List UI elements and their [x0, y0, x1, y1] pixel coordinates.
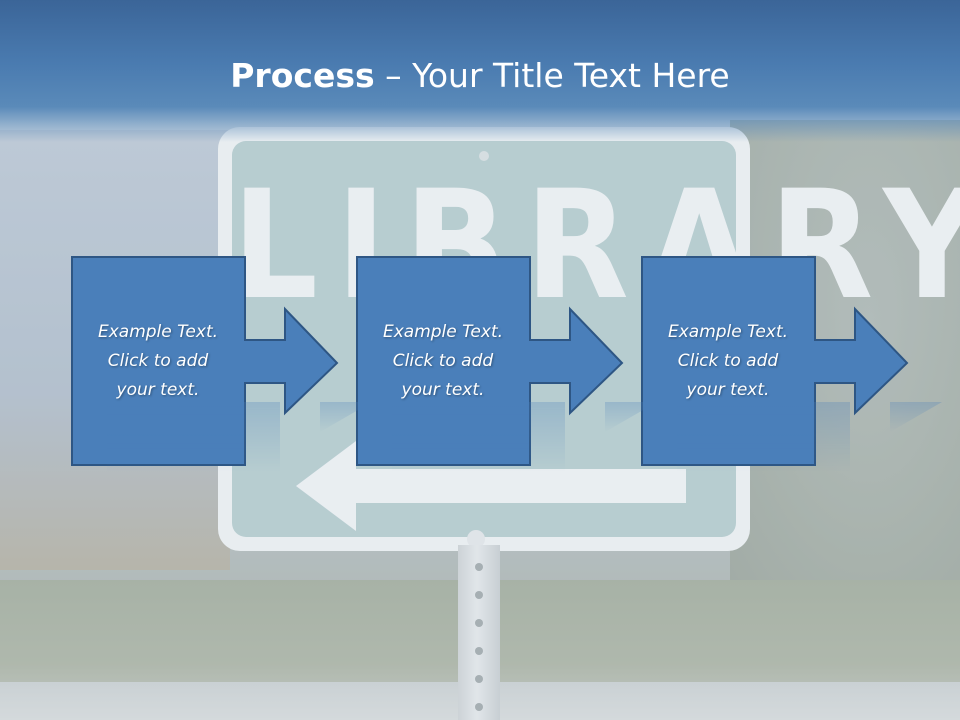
step-line-1: Example Text.	[382, 321, 504, 342]
step-reflection	[107, 402, 372, 472]
title-bold: Process	[230, 56, 375, 95]
post-hole	[475, 563, 483, 571]
step-text[interactable]: Example Text. Click to add your text.	[71, 256, 245, 466]
post-hole	[475, 675, 483, 683]
sign-post	[458, 545, 500, 720]
post-hole	[475, 647, 483, 655]
post-hole	[475, 591, 483, 599]
title-band	[0, 0, 960, 142]
step-line-3: your text.	[116, 379, 200, 400]
title-rest: – Your Title Text Here	[374, 56, 730, 95]
post-hole	[475, 703, 483, 711]
slide-title[interactable]: Process – Your Title Text Here	[0, 54, 960, 98]
step-line-1: Example Text.	[667, 321, 789, 342]
step-reflection	[392, 402, 657, 472]
step-line-3: your text.	[686, 379, 770, 400]
step-text[interactable]: Example Text. Click to add your text.	[356, 256, 530, 466]
step-line-2: Click to add	[677, 350, 779, 371]
step-line-2: Click to add	[392, 350, 494, 371]
step-reflection	[677, 402, 942, 472]
sign-left-arrow-icon	[296, 441, 686, 531]
step-line-2: Click to add	[107, 350, 209, 371]
step-line-3: your text.	[401, 379, 485, 400]
step-line-1: Example Text.	[97, 321, 219, 342]
post-hole	[475, 619, 483, 627]
post-cap	[467, 530, 485, 548]
step-text[interactable]: Example Text. Click to add your text.	[641, 256, 815, 466]
sign-bolt	[479, 151, 489, 161]
